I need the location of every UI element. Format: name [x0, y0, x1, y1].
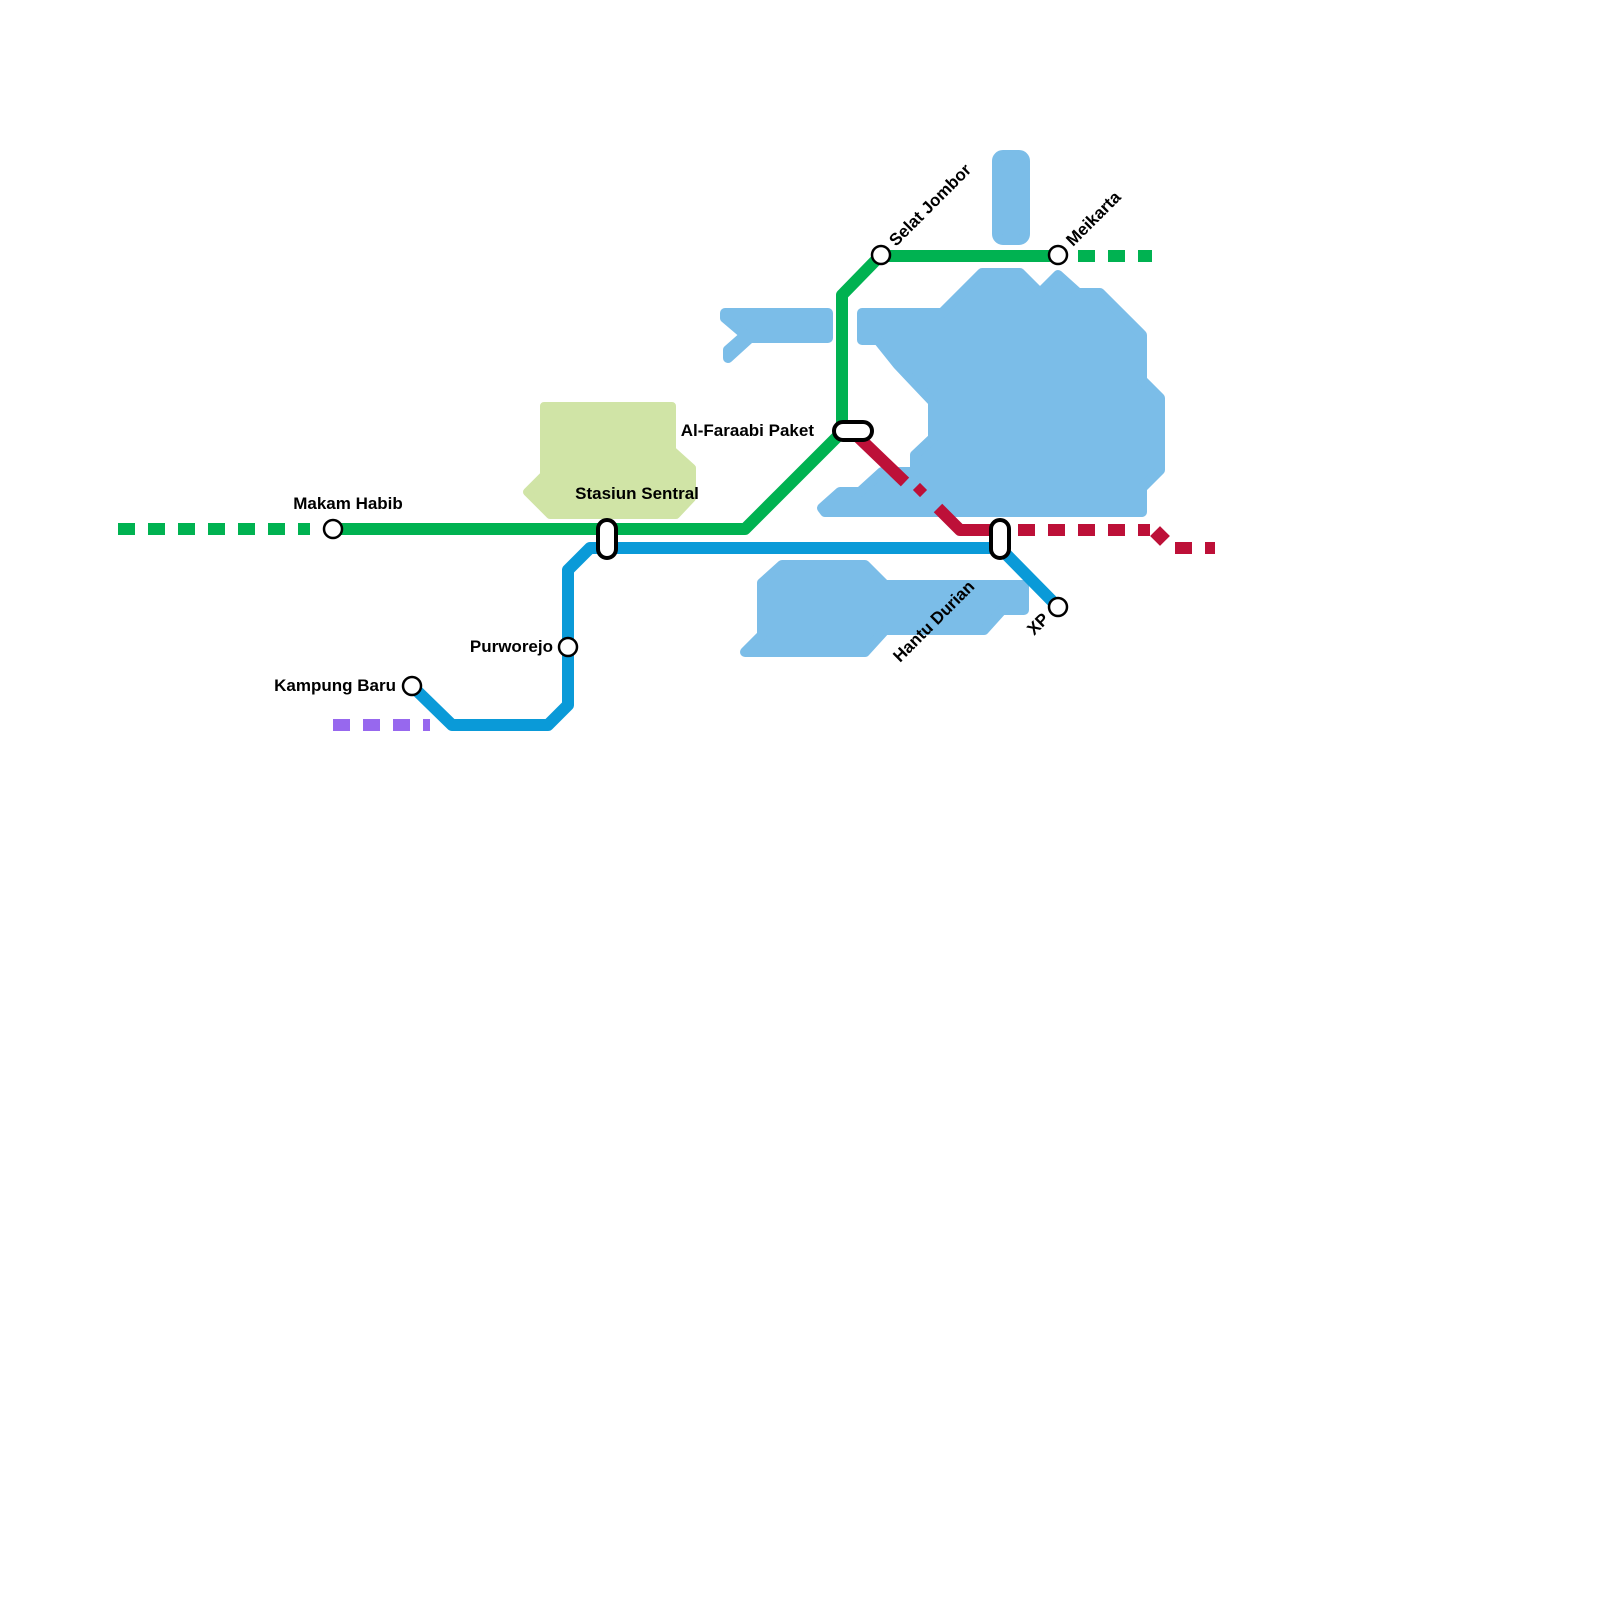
station-makam-habib[interactable]	[322, 518, 344, 540]
interchange-stasiun-sentral[interactable]	[596, 518, 618, 560]
label-stasiun-sentral: Stasiun Sentral	[575, 484, 699, 503]
station-purworejo[interactable]	[557, 636, 579, 658]
label-kampung-baru: Kampung Baru	[274, 676, 396, 695]
station-selat-jombor[interactable]	[870, 244, 892, 266]
red-line-segment	[933, 503, 1000, 536]
label-makam-habib: Makam Habib	[293, 494, 403, 513]
station-meikarta[interactable]	[1047, 244, 1069, 266]
label-xp: XP	[1023, 609, 1052, 638]
green-line	[333, 250, 1058, 535]
station-kampung-baru[interactable]	[401, 675, 423, 697]
red-line-marker	[912, 482, 928, 498]
label-al-faraabi-paket: Al-Faraabi Paket	[681, 421, 815, 440]
water-body-west	[720, 308, 833, 363]
label-purworejo: Purworejo	[470, 637, 553, 656]
label-selat-jombor: Selat Jombor	[885, 160, 975, 250]
park-area	[523, 402, 696, 519]
water-body-south	[740, 560, 1029, 657]
red-line-marker	[1150, 526, 1170, 546]
interchange-al-faraabi-paket[interactable]	[832, 420, 874, 442]
water-body-north	[992, 150, 1030, 245]
label-meikarta: Meikarta	[1062, 187, 1125, 250]
station-xp[interactable]	[1047, 596, 1069, 618]
water-body-main	[817, 268, 1165, 517]
interchange-hantu-durian[interactable]	[989, 518, 1011, 560]
